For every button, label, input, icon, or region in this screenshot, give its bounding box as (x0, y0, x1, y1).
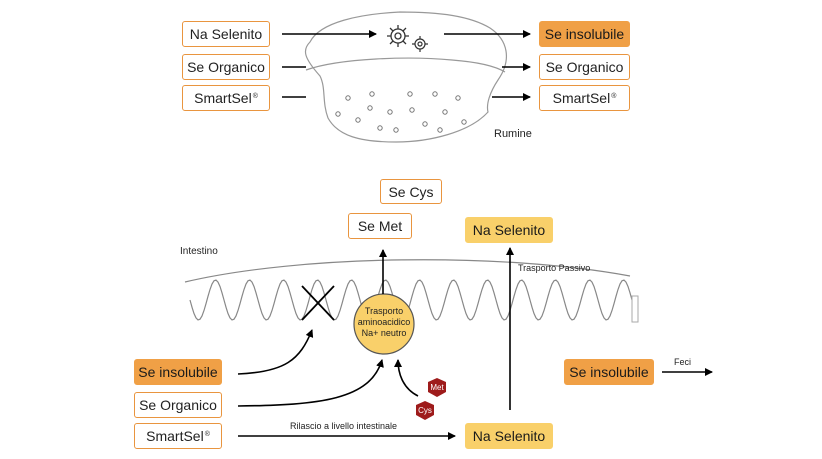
rumen-input-smartsel: SmartSel® (182, 85, 270, 111)
intestine-input-se-organico: Se Organico (134, 392, 222, 418)
intestine-wall-curve (184, 259, 631, 283)
intestine-end-marker (631, 295, 639, 323)
transport-line-2: aminoacidico (357, 317, 411, 327)
met-hexagon (428, 378, 446, 397)
rumen-output-smartsel: SmartSel® (539, 85, 630, 111)
met-label: Met (430, 383, 444, 392)
intestinal-villi (189, 279, 633, 321)
small-gear-icon (412, 36, 428, 52)
transport-text: Trasporto aminoacidico Na+ neutro (354, 306, 414, 339)
rumen-input-se-organico: Se Organico (182, 54, 270, 80)
arrow-met-cys-transport (394, 359, 419, 397)
blocked-cross (301, 285, 335, 321)
transport-circle (353, 293, 415, 355)
rumen-outline (304, 11, 507, 143)
intestine-input-se-insolubile: Se insolubile (134, 359, 222, 385)
arrow-se-organico-transport (237, 359, 384, 407)
na-selenito-top-box: Na Selenito (465, 217, 553, 243)
transport-line-3: Na+ neutro (361, 328, 407, 338)
release-label: Rilascio a livello intestinale (290, 421, 398, 431)
intestine-input-smartsel: SmartSel® (134, 423, 222, 449)
se-insolubile-right-box: Se insolubile (564, 359, 654, 385)
rumen-output-se-insolubile: Se insolubile (539, 21, 630, 47)
trasporto-passivo-label: Trasporto Passivo (518, 263, 591, 273)
rumen-inner-curve (305, 57, 506, 73)
cys-hexagon (416, 401, 434, 420)
gear-icon (387, 25, 409, 47)
se-cys-box: Se Cys (380, 179, 442, 204)
intestine-label: Intestino (180, 246, 218, 257)
transport-line-1: Trasporto (364, 306, 404, 316)
rumen-input-na-selenito: Na Selenito (182, 21, 270, 47)
arrow-se-insolubile-blocked (237, 329, 314, 375)
rumen-particles (335, 91, 467, 133)
rumen-output-se-organico: Se Organico (539, 54, 630, 80)
rumen-label: Rumine (494, 128, 532, 140)
feci-label: Feci (674, 357, 692, 367)
se-met-box: Se Met (348, 213, 412, 239)
na-selenito-bottom-box: Na Selenito (465, 423, 553, 449)
cys-label: Cys (418, 406, 432, 415)
